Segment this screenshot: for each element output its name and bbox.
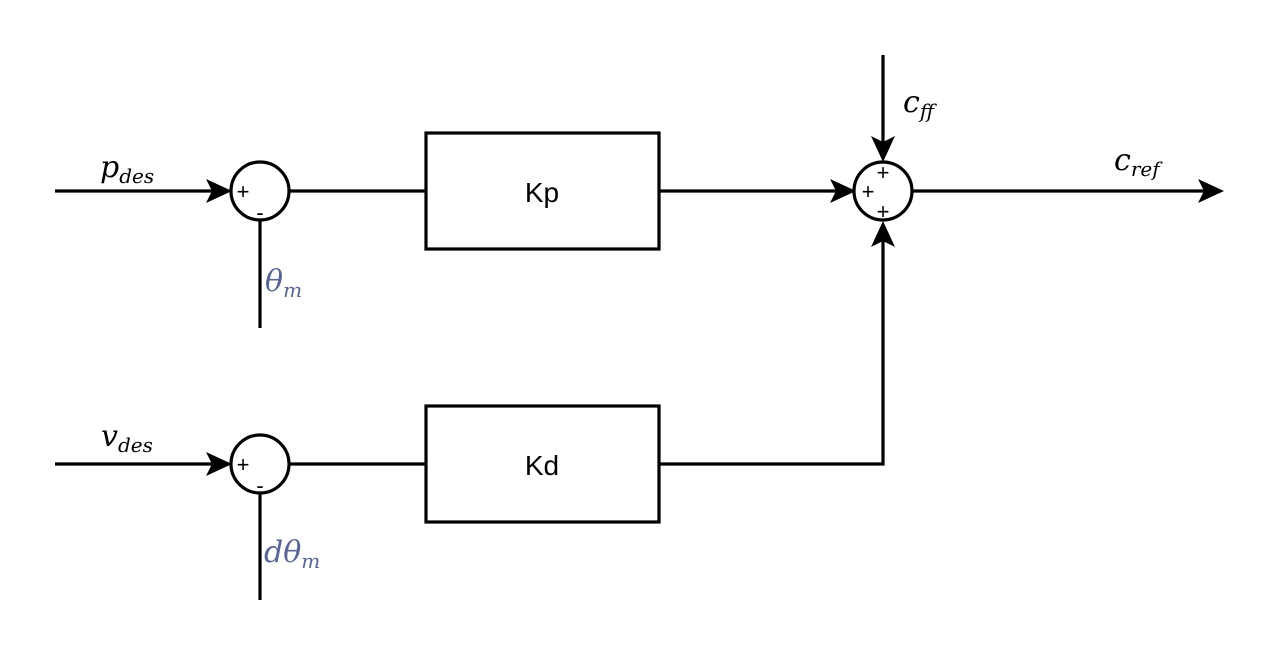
c-ff-arrowhead [871,136,895,162]
sum-output-left-plus-sign: + [862,179,875,204]
dtheta-m-label: dθm [264,535,320,573]
v-des-arrowhead [206,452,232,476]
sum-velocity-minus-sign: - [256,473,263,498]
kp-output-arrowhead [830,179,856,203]
p-des-arrowhead [206,179,232,203]
c-ref-arrowhead [1198,179,1224,203]
c-ref-label: cref [1114,143,1163,181]
sum-output-top-plus-sign: + [877,160,890,185]
c-ff-label: cff [903,85,938,123]
kp-gain-label: Kp [525,177,559,208]
sum-position-plus-sign: + [237,179,250,204]
p-des-label: pdes [100,150,154,188]
sum-output-bottom-plus-sign: + [877,199,890,224]
sum-velocity-plus-sign: + [237,452,250,477]
sum-position-minus-sign: - [256,200,263,225]
kd-output-arrowhead [871,221,895,247]
kd-gain-label: Kd [525,450,559,481]
theta-m-label: θm [265,264,302,302]
kd-to-output-sum-line [659,235,885,466]
kp-gain-block [424,131,661,251]
v-des-label: vdes [101,419,153,457]
